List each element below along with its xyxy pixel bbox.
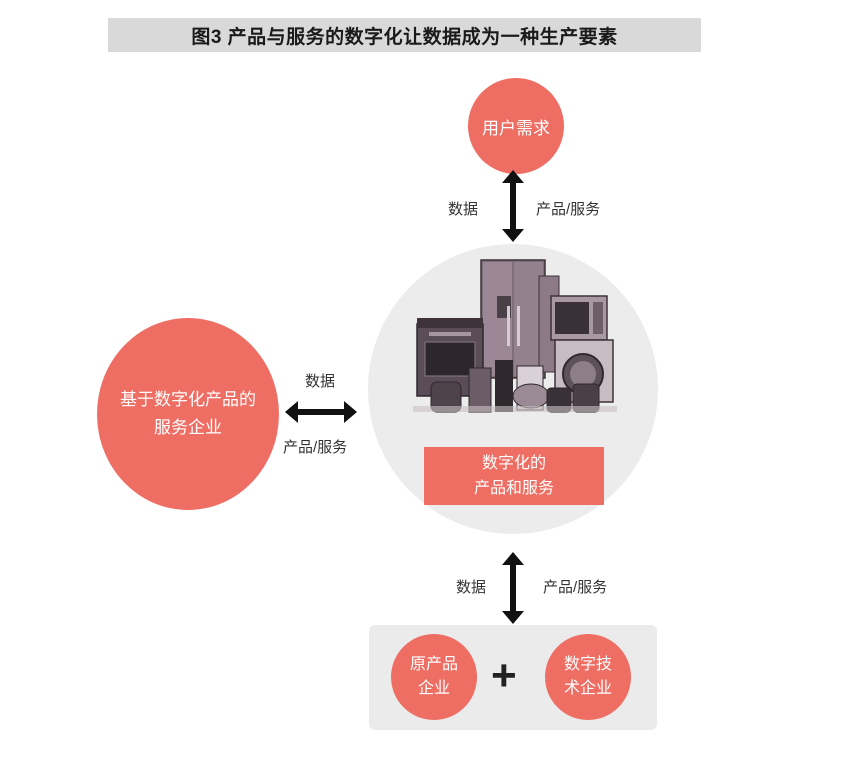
user-demand-label: 用户需求 [482,118,550,138]
home-appliances-image [413,259,617,413]
top-data-label: 数据 [448,201,479,218]
double-arrow-icon [502,552,524,624]
left-product-label: 产品/服务 [283,439,348,456]
digital-label-2: 产品和服务 [473,480,554,497]
figure-title: 图3 产品与服务的数字化让数据成为一种生产要素 [108,18,701,52]
original-label-2: 企业 [417,680,450,697]
plus-icon: + [491,651,517,700]
tech-label-1: 数字技 [563,656,612,673]
digital-products-box: 数字化的 产品和服务 [424,447,604,505]
user-demand-node: 用户需求 [468,78,564,174]
service-enterprise-label-2: 服务企业 [154,418,222,437]
bottom-product-label: 产品/服务 [543,579,608,596]
service-enterprise-label-1: 基于数字化产品的 [120,390,256,409]
tech-label-2: 术企业 [563,680,612,697]
bottom-data-label: 数据 [456,579,487,596]
double-arrow-icon [285,401,357,423]
double-arrow-icon [502,170,524,242]
original-label-1: 原产品 [409,656,458,673]
service-enterprise-node: 基于数字化产品的 服务企业 [97,318,279,510]
top-product-label: 产品/服务 [536,201,601,218]
original-enterprise-node: 原产品 企业 [391,634,477,720]
left-data-label: 数据 [305,373,336,390]
tech-enterprise-node: 数字技 术企业 [545,634,631,720]
digital-label-1: 数字化的 [481,455,546,472]
